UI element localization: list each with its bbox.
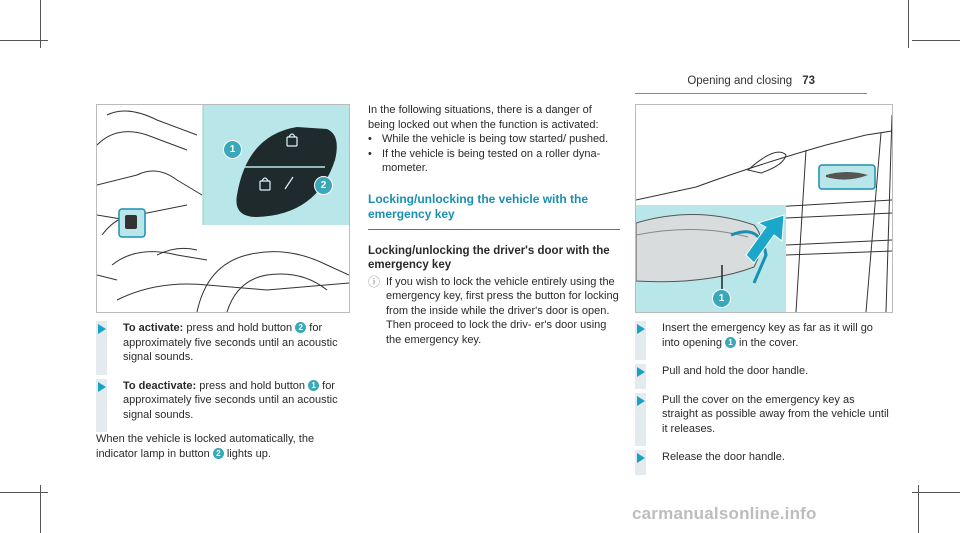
crop-mark (908, 0, 909, 48)
callout-1: 1 (712, 289, 731, 308)
button-2-badge: 2 (212, 447, 224, 459)
step-arrow-icon (636, 367, 645, 377)
figure-emergency-key: 1 (635, 104, 893, 313)
door-handle-illustration (636, 114, 892, 312)
middle-column: In the following situations, there is a … (368, 103, 620, 347)
step-arrow-icon (97, 324, 106, 334)
page-number: 73 (802, 75, 815, 87)
step-insert-key: Insert the emergency key as far as it wi… (635, 321, 891, 360)
step-release-handle: Release the door handle. (635, 450, 891, 475)
right-column: Insert the emergency key as far as it wi… (635, 321, 891, 475)
crop-mark (912, 40, 960, 41)
page-header: Opening and closing 73 (687, 75, 815, 87)
step-activate: To activate: press and hold button 2 for… (96, 321, 352, 375)
intro-paragraph: In the following situations, there is a … (368, 104, 599, 131)
bullet-item: •If the vehicle is being tested on a rol… (368, 147, 601, 175)
watermark: carmanualsonline.info (632, 504, 817, 523)
bullet-item: •While the vehicle is being tow started/… (368, 133, 609, 145)
crop-mark (912, 492, 960, 493)
button-1-badge: 1 (308, 379, 320, 391)
interior-illustration (97, 105, 349, 312)
crop-mark (918, 485, 919, 533)
crop-mark (40, 485, 41, 533)
step-arrow-icon (636, 324, 645, 334)
step-pull-cover: Pull the cover on the emergency key as s… (635, 392, 891, 446)
section-title: Opening and closing (687, 75, 793, 87)
crop-mark (0, 492, 48, 493)
indicator-paragraph: When the vehicle is locked automatically… (96, 433, 315, 460)
callout-1: 1 (223, 140, 242, 159)
step-arrow-icon (636, 453, 645, 463)
section-heading: Locking/unlocking the vehicle with the e… (368, 192, 620, 230)
header-rule (635, 93, 867, 94)
step-deactivate: To deactivate: press and hold button 1 f… (96, 378, 352, 432)
info-icon: ⓘ (368, 274, 381, 289)
opening-1-badge: 1 (725, 336, 736, 348)
step-pull-handle: Pull and hold the door handle. (635, 364, 891, 389)
figure-lock-buttons: 1 2 (96, 104, 350, 313)
button-2-badge: 2 (295, 322, 307, 333)
left-column: To activate: press and hold button 2 for… (96, 321, 352, 461)
step-arrow-icon (97, 381, 106, 392)
callout-2: 2 (314, 176, 333, 195)
crop-mark (0, 40, 48, 41)
step-arrow-icon (636, 395, 645, 406)
crop-mark (40, 0, 41, 48)
sub-heading: Locking/unlocking the driver's door with… (368, 244, 610, 271)
